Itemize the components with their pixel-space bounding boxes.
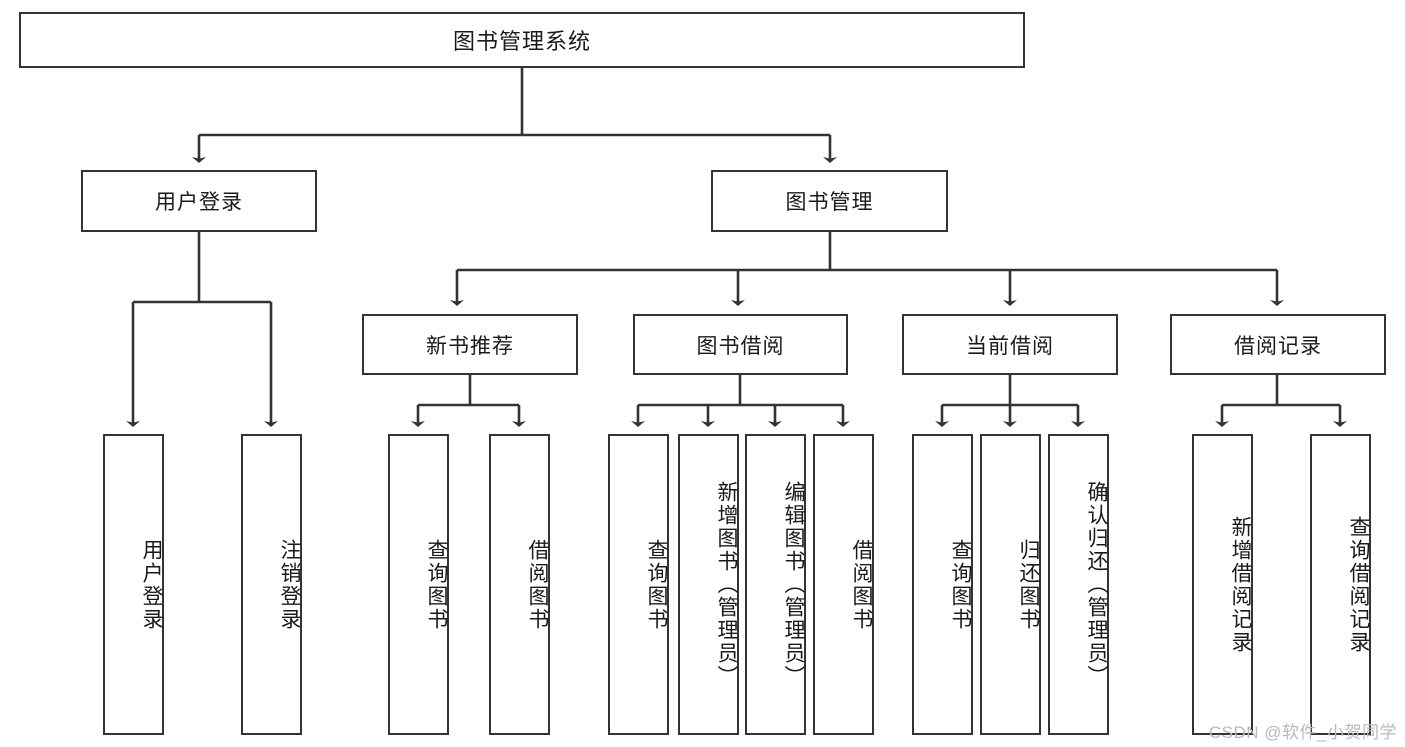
node-label: 当前借阅: [966, 334, 1054, 358]
leaf-add-book[interactable]: 新增图书（管理员）: [678, 434, 739, 735]
leaf-query-book-1[interactable]: 查询图书: [388, 434, 449, 735]
watermark-text: CSDN @软件_小贺同学: [1208, 723, 1397, 742]
leaf-user-logout[interactable]: 注销登录: [241, 434, 302, 735]
node-label: 确认归还（管理员）: [1085, 481, 1108, 688]
node-label: 用户登录: [140, 538, 163, 631]
node-label: 查询图书: [949, 538, 972, 631]
node-user-login[interactable]: 用户登录: [81, 170, 317, 232]
node-label: 图书管理系统: [452, 29, 591, 54]
node-label: 用户登录: [155, 191, 243, 214]
node-label: 新增借阅记录: [1229, 515, 1252, 654]
node-label: 图书管理: [785, 191, 874, 214]
leaf-confirm-return[interactable]: 确认归还（管理员）: [1048, 434, 1109, 735]
node-book-manage[interactable]: 图书管理: [711, 170, 948, 232]
node-label: 新增图书（管理员）: [715, 481, 738, 688]
node-label: 归还图书: [1017, 538, 1040, 631]
node-book-borrow[interactable]: 图书借阅: [633, 314, 848, 375]
node-label: 注销登录: [278, 538, 301, 631]
node-current-borrow[interactable]: 当前借阅: [902, 314, 1118, 375]
node-label: 查询图书: [425, 538, 448, 631]
leaf-user-login[interactable]: 用户登录: [103, 434, 164, 735]
node-root-system[interactable]: 图书管理系统: [19, 12, 1025, 68]
leaf-query-book-3[interactable]: 查询图书: [912, 434, 973, 735]
node-borrow-record[interactable]: 借阅记录: [1170, 314, 1386, 375]
leaf-add-record[interactable]: 新增借阅记录: [1192, 434, 1253, 735]
node-label: 查询图书: [645, 538, 668, 631]
leaf-query-book-2[interactable]: 查询图书: [608, 434, 669, 735]
leaf-borrow-book-1[interactable]: 借阅图书: [489, 434, 550, 735]
leaf-return-book[interactable]: 归还图书: [980, 434, 1041, 735]
leaf-query-record[interactable]: 查询借阅记录: [1310, 434, 1371, 735]
node-label: 借阅图书: [526, 538, 549, 631]
node-label: 借阅图书: [850, 538, 873, 631]
node-label: 编辑图书（管理员）: [782, 481, 805, 688]
node-label: 借阅记录: [1234, 334, 1322, 358]
node-new-book-recommend[interactable]: 新书推荐: [362, 314, 578, 375]
leaf-borrow-book-2[interactable]: 借阅图书: [813, 434, 874, 735]
node-label: 查询借阅记录: [1347, 515, 1370, 654]
leaf-edit-book[interactable]: 编辑图书（管理员）: [745, 434, 806, 735]
node-label: 图书借阅: [696, 334, 785, 358]
node-label: 新书推荐: [426, 334, 514, 358]
